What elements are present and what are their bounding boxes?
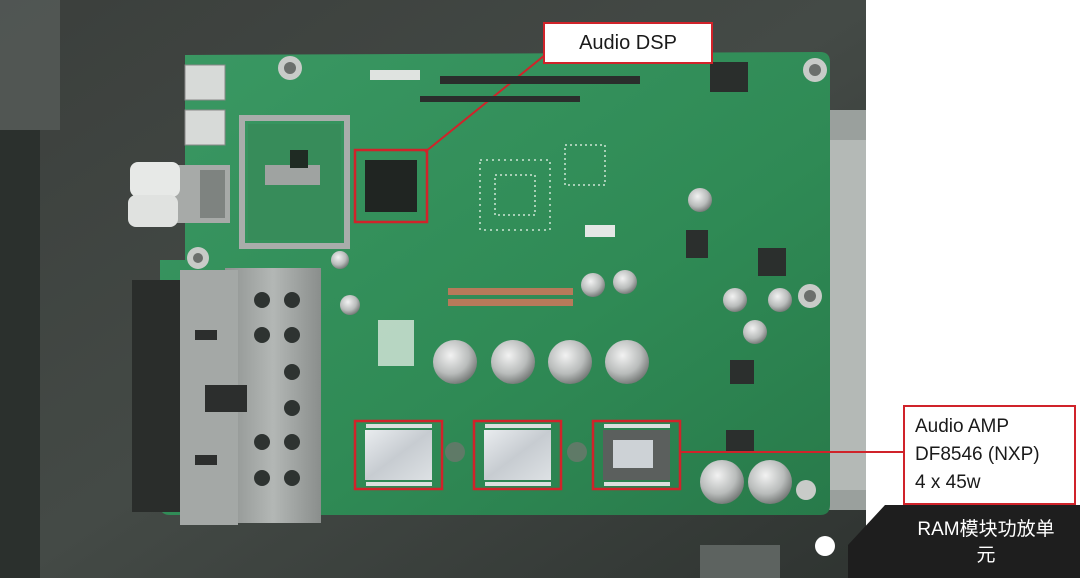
audio-dsp-chip (365, 160, 417, 212)
audio-dsp-text: Audio DSP (579, 31, 677, 54)
resistor-row (448, 288, 573, 306)
ram-badge-text: RAM模块功放单 元 (902, 517, 1070, 569)
audio-amp-label: Audio AMP DF8546 (NXP) 4 x 45w (903, 405, 1076, 505)
top-headers (370, 62, 748, 102)
audio-dsp-label: Audio DSP (543, 22, 713, 64)
left-connectors (128, 64, 230, 227)
rf-shield (239, 115, 350, 249)
amp-line-3: 4 x 45w (915, 472, 981, 493)
ram-badge-line-2: 元 (976, 545, 996, 566)
dsp-highlight-box (353, 148, 429, 224)
ram-badge-line-1: RAM模块功放单 (917, 519, 1055, 540)
dsp-leader-line (424, 54, 546, 153)
indicator-dot (815, 536, 835, 556)
connector-holes (254, 292, 300, 486)
ram-badge-bg (848, 505, 1080, 578)
amp-pins (366, 424, 670, 486)
main-connector (132, 268, 321, 525)
amp-line-1: Audio AMP (915, 416, 1009, 437)
bga-footprint (479, 144, 606, 231)
capacitors (331, 188, 792, 504)
amp-line-2: DF8546 (NXP) (915, 444, 1040, 465)
misc-components (378, 225, 786, 452)
audio-amp-chips (353, 419, 682, 491)
